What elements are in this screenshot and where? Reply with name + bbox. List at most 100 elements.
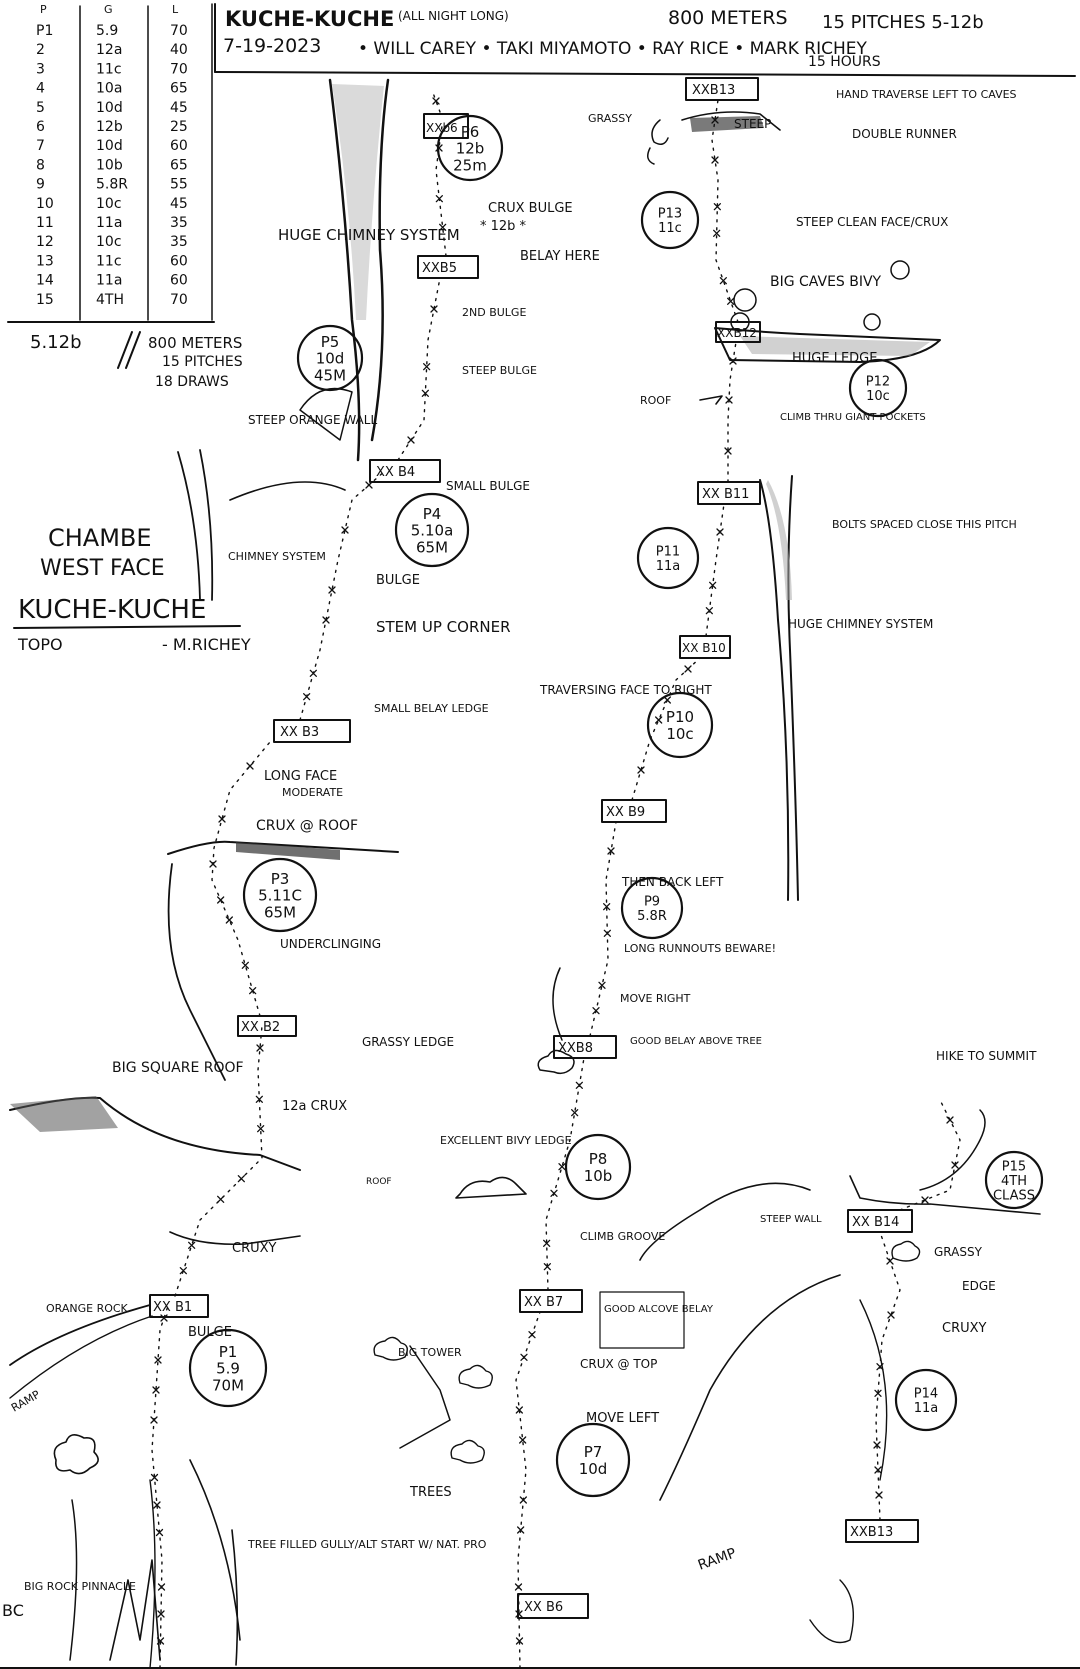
bolt-mark (724, 447, 732, 455)
note-good-belay: GOOD BELAY ABOVE TREE (630, 1036, 762, 1047)
bolt-mark (729, 357, 737, 365)
route-height: 800 METERS (668, 7, 788, 29)
summary-slash (117, 331, 133, 369)
pitch-label-length: 65M (416, 538, 448, 556)
note-huge-chimney-text: HUGE CHIMNEY SYSTEM (278, 226, 460, 244)
table-cell: 4 (36, 81, 45, 97)
table-cell: 60 (170, 138, 188, 154)
bolt-mark (575, 1081, 583, 1089)
bolt-mark (709, 581, 717, 589)
route-line (711, 99, 739, 323)
pitch-circle (636, 526, 700, 590)
pitch-circle (242, 857, 318, 933)
note-bulge-2: BULGE (188, 1325, 232, 1340)
chimney-right-wall (370, 78, 390, 442)
table-cell: 45 (170, 196, 188, 212)
bolt-mark (711, 156, 719, 164)
table-cell: 60 (170, 273, 188, 289)
belay-b13b-box (845, 1519, 919, 1543)
pitch-circles: P15.970MP35.11C65MP45.10a65MP510d45MP612… (188, 114, 1044, 1498)
route-summary: 5.12b 800 METERS 15 PITCHES 18 DRAWS (30, 331, 243, 390)
steep-ledge (681, 111, 781, 131)
belay-b11-box (697, 481, 761, 505)
pitch-circle (394, 492, 470, 568)
bolt-mark (439, 223, 447, 231)
pitch-label-id: P3 (271, 870, 290, 888)
bolt-mark (713, 203, 721, 211)
note-stem-up-corner: STEM UP CORNER (376, 618, 511, 636)
bolt-mark (257, 1125, 265, 1133)
pitch-label-grade: 4TH (1001, 1174, 1027, 1189)
note-orange-rock: ORANGE ROCK (46, 1302, 129, 1315)
pitch-label-id: P6 (461, 123, 480, 141)
belay-b8-box (553, 1035, 617, 1059)
note-moderate: MODERATE (282, 786, 343, 799)
pitch-label-length: 65M (264, 903, 296, 921)
pitch-label-grade: 11a (656, 559, 681, 574)
bolt-mark (432, 97, 440, 105)
pitch-label-grade: 10c (666, 725, 693, 743)
table-cell: 40 (170, 42, 188, 58)
chimney-shading (332, 84, 384, 320)
table-cell: P1 (36, 23, 53, 39)
note-trees: TREES (409, 1485, 452, 1500)
big-tower-tree-1 (373, 1336, 408, 1361)
belay-b14-box (847, 1209, 913, 1233)
title-route: KUCHE-KUCHE (18, 595, 206, 625)
bolt-mark (716, 528, 724, 536)
bolt-mark (154, 1356, 162, 1364)
note-steep: STEEP (734, 117, 771, 131)
steep-ledge-shading (690, 116, 764, 132)
roof-line-p3 (167, 840, 399, 855)
title-face: WEST FACE (40, 556, 165, 581)
cave-icon-1 (733, 288, 757, 312)
table-cell: 11a (96, 215, 122, 231)
note-grassy: GRASSY (588, 112, 632, 125)
note-good-alcove: GOOD ALCOVE BELAY (604, 1304, 714, 1315)
note-double-runner: DOUBLE RUNNER (852, 127, 957, 141)
note-climb-thru-pockets: CLIMB THRU GIANT POCKETS (780, 412, 926, 423)
bolt-mark (322, 616, 330, 624)
belay-b10-box (679, 635, 731, 659)
table-cell: 35 (170, 215, 188, 231)
table-cell: 65 (170, 81, 188, 97)
pitch-label-length: 25m (453, 156, 487, 174)
pitch-label-grade: 10d (316, 350, 345, 368)
note-move-left: MOVE LEFT (586, 1411, 659, 1426)
table-cell: 10b (96, 157, 123, 173)
bolt-mark (179, 1267, 187, 1275)
pitch-label-grade: 5.9 (216, 1360, 240, 1378)
belay-b4-box (369, 459, 441, 483)
table-cell: 70 (170, 23, 188, 39)
bolt-mark (550, 1189, 558, 1197)
bolt-mark (543, 1263, 551, 1271)
pitch-circle (640, 190, 700, 250)
pitch-label-grade: 5.10a (411, 522, 454, 540)
table-cell: 2 (36, 42, 45, 58)
pitch-label-id: P7 (584, 1443, 603, 1461)
bolt-mark (876, 1363, 884, 1371)
belay-b1-box (149, 1294, 209, 1318)
pitch-label-grade: 5.8R (637, 909, 667, 924)
note-huge-chimney-2: HUGE CHIMNEY SYSTEM (788, 617, 933, 631)
route-line (589, 821, 617, 1037)
summary-slash-2 (125, 331, 141, 369)
bolt-mark (255, 1095, 263, 1103)
belay-b7: XX B7 (524, 1295, 563, 1310)
table-cell: 10c (96, 234, 122, 250)
belay-b4: XX B4 (376, 465, 415, 480)
summary-grade: 5.12b (30, 332, 82, 353)
note-traversing-face: TRAVERSING FACE TO RIGHT (539, 683, 712, 697)
note-steep-wall: STEEP WALL (760, 1214, 822, 1225)
note-edge: EDGE (962, 1279, 996, 1293)
bolt-mark (237, 1175, 245, 1183)
belay-b2: XX B2 (241, 1020, 280, 1035)
topo-author: - M.RICHEY (162, 635, 251, 654)
pitch-label-grade: 11a (914, 1401, 939, 1416)
pitch-label-grade: 5.11C (258, 887, 302, 905)
bolt-mark (725, 396, 733, 404)
note-big-tower: BIG TOWER (398, 1346, 462, 1359)
belay-b12-box (715, 321, 761, 343)
bolt-mark (951, 1161, 959, 1169)
